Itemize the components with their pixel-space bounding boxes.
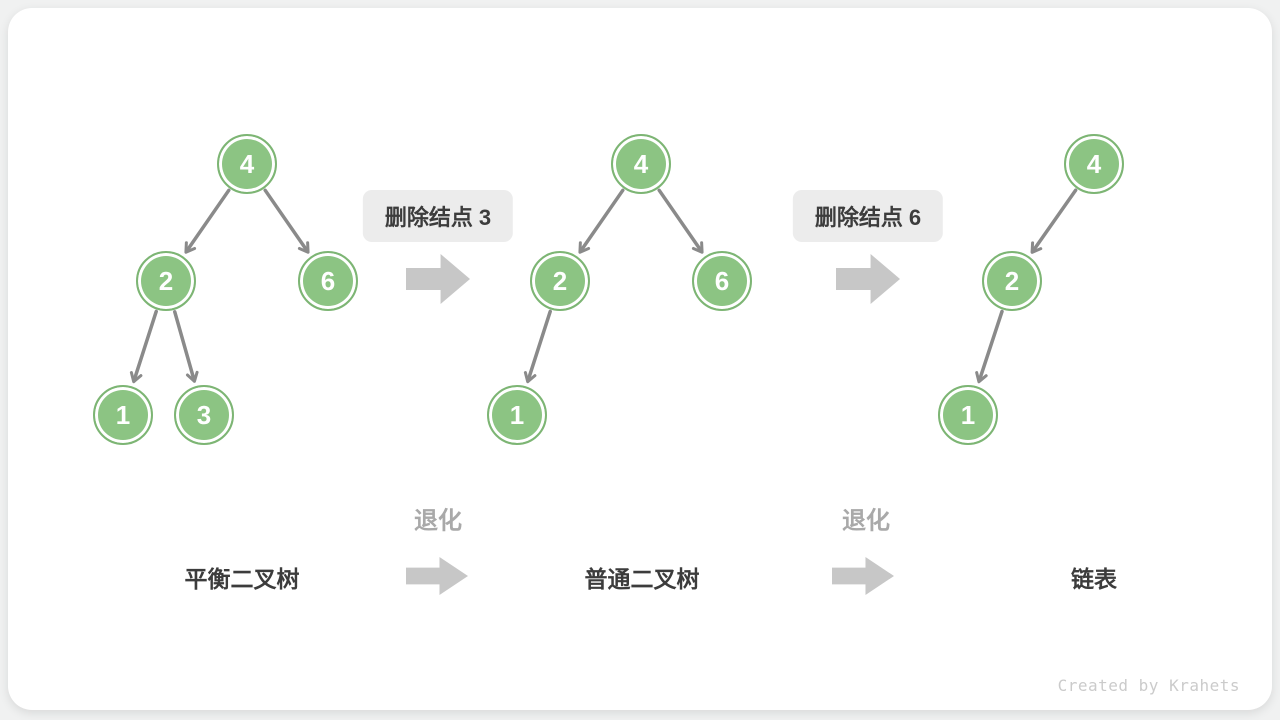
ordinary-binary-tree-node-4: 4 — [611, 134, 671, 194]
balanced-binary-tree-node-4: 4 — [217, 134, 277, 194]
node-value: 3 — [196, 400, 212, 430]
node-value: 4 — [239, 149, 255, 179]
ordinary-binary-tree-node-1: 1 — [487, 385, 547, 445]
node-value: 2 — [158, 266, 174, 296]
degenerate-label: 退化 — [842, 507, 890, 535]
linked-list-node-2: 2 — [982, 251, 1042, 311]
node-value: 2 — [552, 266, 568, 296]
tree-type-label: 普通二叉树 — [584, 566, 700, 592]
operation-label: 删除结点 3 — [362, 190, 514, 242]
tree-type-label: 平衡二叉树 — [184, 566, 300, 592]
ordinary-binary-tree-node-2: 2 — [530, 251, 590, 311]
linked-list-node-1: 1 — [938, 385, 998, 445]
node-value: 1 — [115, 400, 131, 430]
node-value: 4 — [633, 149, 649, 179]
node-value: 6 — [320, 266, 336, 296]
balanced-binary-tree-node-1: 1 — [93, 385, 153, 445]
node-value: 4 — [1086, 149, 1102, 179]
node-value: 1 — [960, 400, 976, 430]
diagram-card — [8, 8, 1272, 710]
node-value: 2 — [1004, 266, 1020, 296]
ordinary-binary-tree-node-6: 6 — [692, 251, 752, 311]
credit-text: Created by Krahets — [1057, 676, 1240, 695]
operation-label: 删除结点 6 — [792, 190, 944, 242]
balanced-binary-tree-node-3: 3 — [174, 385, 234, 445]
balanced-binary-tree-node-6: 6 — [298, 251, 358, 311]
tree-type-label: 链表 — [1071, 566, 1117, 592]
degenerate-label: 退化 — [414, 507, 462, 535]
node-value: 1 — [509, 400, 525, 430]
balanced-binary-tree-node-2: 2 — [136, 251, 196, 311]
linked-list-node-4: 4 — [1064, 134, 1124, 194]
node-value: 6 — [714, 266, 730, 296]
